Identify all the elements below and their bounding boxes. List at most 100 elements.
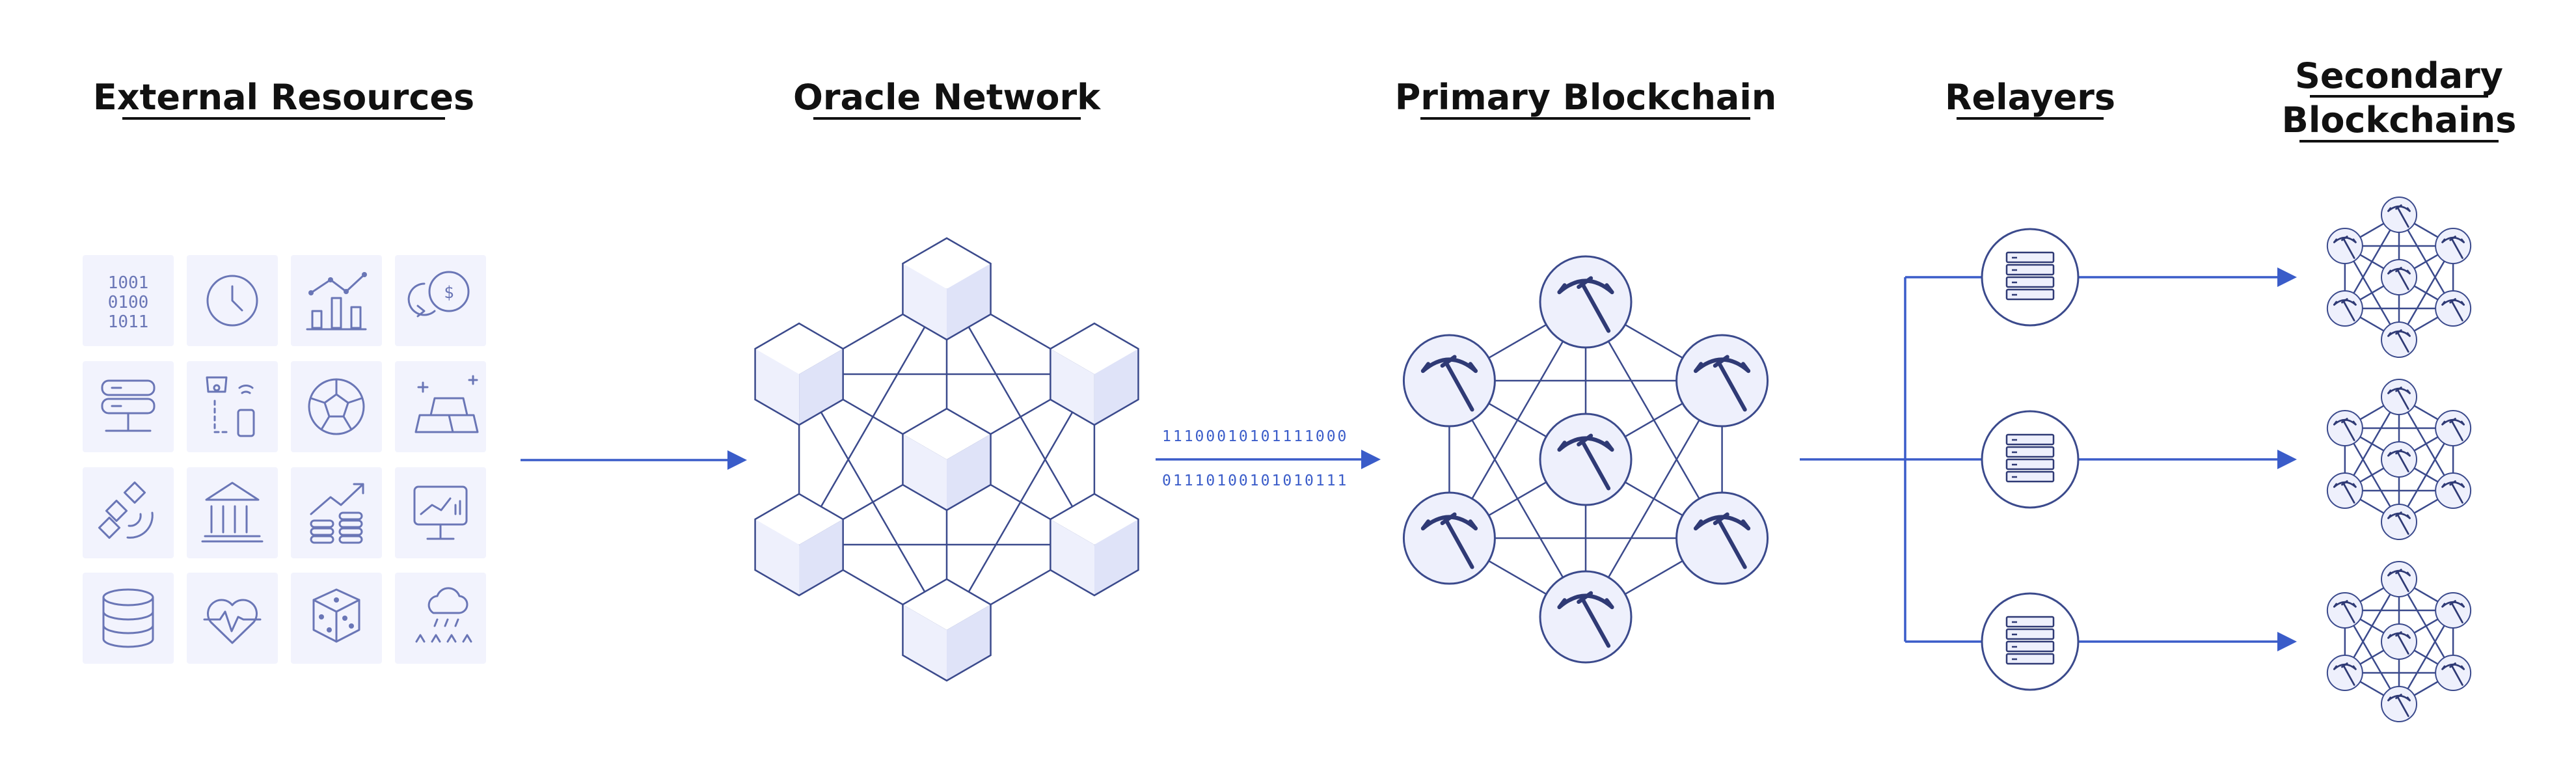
pickaxe-icon (2387, 387, 2411, 410)
heading-secondary-line2: Blockchains (2282, 100, 2517, 141)
secondary-node (2435, 472, 2472, 509)
secondary-node (2381, 379, 2417, 415)
clock-icon (187, 255, 278, 346)
pickaxe-icon (2333, 418, 2357, 441)
pickaxe-icon (1694, 512, 1751, 569)
secondary-node (2381, 561, 2417, 597)
secondary-node (2435, 410, 2472, 446)
secondary-node (2326, 228, 2363, 264)
monitor-chart-icon (395, 467, 486, 558)
pickaxe-icon (1420, 355, 1478, 412)
binary-line-1: 11100010101111000 (1162, 428, 1348, 445)
blockchain-node (1539, 413, 1633, 506)
pickaxe-icon (2333, 236, 2357, 259)
secondary-node (2381, 686, 2417, 722)
server-icon (2005, 251, 2055, 301)
relayer-server (1981, 228, 2297, 327)
primary-blockchain-network (1402, 255, 1769, 664)
currency-coins-icon: $ (395, 255, 486, 346)
oracle-node-cube (902, 578, 992, 682)
market-growth-icon (291, 467, 382, 558)
svg-text:1011: 1011 (108, 312, 149, 332)
line-chart-icon (291, 255, 382, 346)
heading-relayers: Relayers (1945, 77, 2115, 118)
secondary-node (2326, 472, 2363, 509)
pickaxe-icon (2387, 569, 2411, 592)
heading-external-resources: External Resources (93, 77, 474, 118)
secondary-node (2326, 655, 2363, 691)
pickaxe-icon (1420, 512, 1478, 569)
secondary-blockchain (2326, 379, 2472, 540)
binary-data-stream: 11100010101111000 01110100101010111 (1156, 428, 1381, 489)
pickaxe-icon (1557, 276, 1614, 333)
pickaxe-icon (1694, 355, 1751, 412)
pickaxe-icon (2387, 204, 2411, 228)
pickaxe-icon (2387, 329, 2411, 353)
pickaxe-icon (2333, 600, 2357, 623)
secondary-node (2326, 290, 2363, 327)
heading-primary-blockchain: Primary Blockchain (1395, 77, 1777, 118)
blockchain-node (1402, 334, 1496, 428)
relayer-distribution-lines (1800, 276, 1988, 643)
pickaxe-icon (2387, 631, 2411, 655)
blockchain-node (1539, 255, 1633, 349)
server-network-icon (83, 361, 174, 452)
blockchain-node (1539, 570, 1633, 664)
svg-text:1001: 1001 (108, 273, 149, 293)
secondary-node (2381, 504, 2417, 540)
pickaxe-icon (2333, 480, 2357, 504)
oracle-network (754, 237, 1139, 682)
oracle-node-cube (902, 237, 992, 341)
svg-text:0100: 0100 (108, 293, 149, 312)
secondary-node (2326, 592, 2363, 629)
weather-icon (395, 573, 486, 664)
blockchain-node (1675, 334, 1769, 428)
database-icon (83, 573, 174, 664)
heading-oracle-network: Oracle Network (793, 77, 1101, 118)
pickaxe-icon (1557, 591, 1614, 648)
relayers (1981, 228, 2297, 691)
oracle-node-cube (1050, 493, 1139, 597)
server-icon (2005, 433, 2055, 483)
pickaxe-icon (2333, 298, 2357, 321)
oracle-node-cube (1050, 322, 1139, 426)
pickaxe-icon (2441, 418, 2465, 441)
binary-line-2: 01110100101010111 (1162, 472, 1348, 489)
blockchain-node (1675, 491, 1769, 585)
pickaxe-icon (2441, 236, 2465, 259)
secondary-node (2381, 197, 2417, 233)
secondary-node (2435, 228, 2472, 264)
pickaxe-icon (2441, 600, 2465, 623)
relayer-server (1981, 410, 2297, 509)
binary-data-icon: 1001 0100 1011 (83, 255, 174, 346)
pickaxe-icon (2441, 662, 2465, 686)
pickaxe-icon (2387, 694, 2411, 717)
secondary-node (2435, 592, 2472, 629)
pickaxe-icon (2387, 267, 2411, 290)
satellite-icon (83, 467, 174, 558)
secondary-node (2435, 290, 2472, 327)
secondary-node (2381, 623, 2417, 660)
relayer-server (1981, 592, 2297, 691)
server-icon (2005, 616, 2055, 665)
svg-text:$: $ (444, 283, 454, 303)
pickaxe-icon (2387, 449, 2411, 472)
oracle-node-cube (754, 322, 844, 426)
secondary-node (2381, 321, 2417, 358)
bank-building-icon (187, 467, 278, 558)
flow-arrow-resources-to-oracle (521, 450, 747, 470)
blockchain-node (1402, 491, 1496, 585)
heading-secondary-line1: Secondary (2295, 55, 2503, 96)
secondary-blockchain (2326, 561, 2472, 722)
pickaxe-icon (2441, 298, 2465, 321)
pickaxe-icon (2333, 662, 2357, 686)
pickaxe-icon (1557, 433, 1614, 491)
gold-bars-icon (395, 361, 486, 452)
pickaxe-icon (2387, 511, 2411, 535)
iot-devices-icon (187, 361, 278, 452)
secondary-blockchains (2326, 197, 2472, 722)
heart-rate-icon (187, 573, 278, 664)
dice-icon (291, 573, 382, 664)
